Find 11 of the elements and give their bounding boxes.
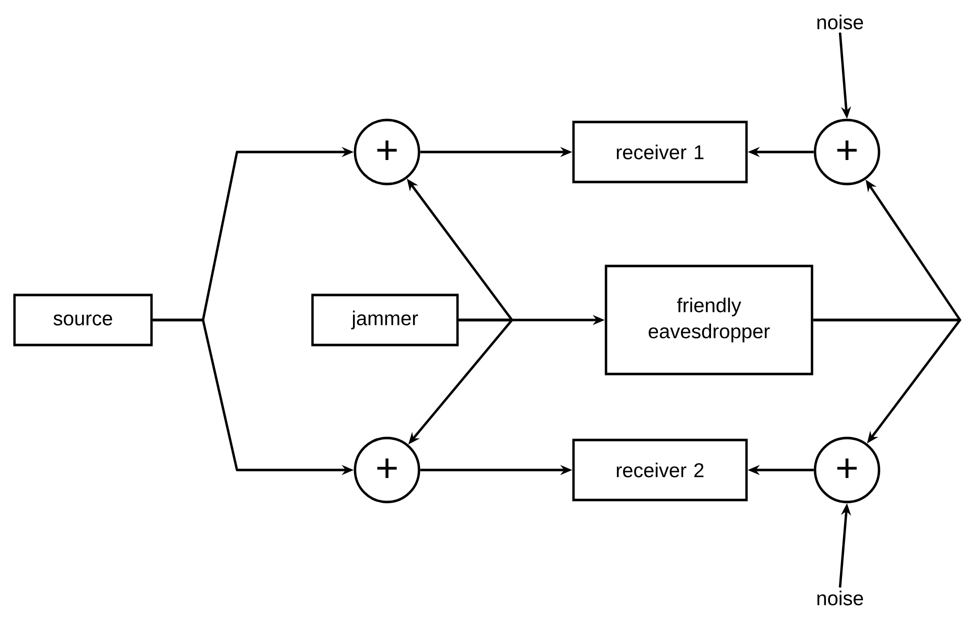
signal-label: noise (817, 14, 863, 30)
process-box: receiver 1 (572, 120, 748, 184)
summing-junction: + (354, 118, 420, 186)
summing-junction: + (354, 436, 420, 504)
process-box: receiver 2 (572, 438, 748, 502)
signal-label: noise (817, 590, 863, 606)
summing-junction: + (814, 118, 880, 186)
process-box: source (13, 294, 153, 346)
process-box: jammer (311, 294, 459, 346)
process-box: friendly eavesdropper (604, 264, 814, 376)
summing-junction: + (814, 436, 880, 504)
